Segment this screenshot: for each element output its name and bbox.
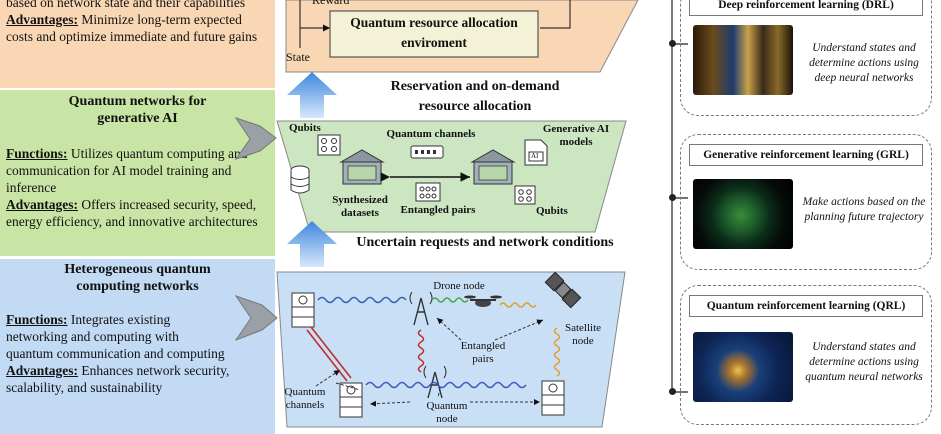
quantum-channels-network-label: Quantum channels (284, 386, 326, 411)
synthesized-datasets-label: Synthesized datasets (332, 194, 388, 219)
gen-ai-chevron-icon (234, 117, 277, 160)
grl-globe-image (693, 179, 793, 249)
quantum-node-label: Quantum node (426, 400, 468, 425)
quantum-server-icon-bottom-left (339, 382, 363, 418)
qrl-circuit-image (693, 332, 793, 402)
datacenter-building-icon-left (339, 149, 385, 185)
drone-icon (464, 295, 502, 307)
grl-box: Generative reinforcement learning (GRL) … (680, 134, 932, 270)
gen-ai-advantages-label: Advantages: (6, 197, 79, 212)
env-box (329, 10, 539, 58)
qrl-description: Understand states and determine actions … (805, 341, 923, 383)
hqcn-panel: Heterogeneous quantum computing networks… (0, 259, 275, 434)
grl-title: Generative reinforcement learning (GRL) (689, 144, 923, 166)
wave-link-drone-satellite (499, 302, 537, 308)
state-label: State (286, 50, 310, 64)
qubit-chip-icon-left (317, 134, 341, 156)
drl-box: Deep reinforcement learning (DRL) Unders… (680, 0, 932, 116)
satellite-node-label: Satellite node (564, 322, 602, 347)
quantum-channels-label: Quantum channels (386, 128, 476, 140)
rl-advantages-label: Advantages: (6, 12, 79, 27)
gen-ai-functions-text: Utilizes quantum computing and communica… (6, 146, 248, 195)
database-icon (290, 165, 310, 194)
hqcn-trapezoid (276, 271, 626, 428)
hqcn-chevron-icon (234, 295, 278, 342)
gen-ai-panel: Quantum networks for generative AI Funct… (0, 90, 275, 256)
qrl-title: Quantum reinforcement learning (QRL) (689, 295, 923, 317)
entangled-pairs-label: Entangled pairs (400, 204, 476, 216)
lower-arrow-label: Uncertain requests and network condition… (356, 235, 614, 250)
drl-arcade-image (693, 25, 793, 95)
upper-up-arrow (287, 72, 337, 118)
rl-functions-tail: based on network state and their capabil… (6, 0, 246, 10)
hqcn-advantages-text: Enhances network security, scalability, … (6, 363, 230, 395)
quantum-server-icon-top-left (291, 292, 315, 328)
wave-link-vertical-orange (553, 327, 561, 377)
connector-dot-qrl (669, 388, 676, 395)
ai-chip-label: AI (531, 152, 539, 160)
qubits-right-label: Qubits (536, 205, 568, 217)
qubit-chip-icon-right (514, 185, 536, 205)
entangled-pairs-network-label: Entangled pairs (460, 340, 506, 365)
generative-ai-models-label: Generative AI models (542, 123, 610, 148)
entangled-pairs-chip-icon (415, 182, 441, 202)
antenna-tower-icon-top (409, 291, 433, 326)
wave-link-tower-drone (431, 297, 469, 303)
wave-link-server-tower (317, 296, 407, 304)
lower-up-arrow (287, 221, 337, 267)
red-fiber-link-left (306, 326, 352, 382)
upper-arrow-label: Reservation and on-demand resource alloc… (390, 79, 560, 114)
hqcn-title: Heterogeneous quantum computing networks (64, 262, 211, 294)
rl-advantages-panel: based on network state and their capabil… (0, 0, 275, 88)
rl-advantages-text: Minimize long-term expected costs and op… (6, 12, 258, 44)
router-icon (410, 145, 444, 159)
grl-description: Make actions based on the planning futur… (802, 196, 926, 223)
ai-document-icon (524, 139, 548, 166)
reward-loop-line (540, 0, 571, 29)
wave-link-vertical-red (417, 329, 425, 373)
wave-link-bottom (365, 381, 527, 389)
reward-label: Reward (312, 0, 350, 7)
quantum-server-icon-bottom-right (541, 380, 565, 416)
satellite-icon (544, 271, 582, 309)
drone-node-label: Drone node (433, 280, 485, 292)
drl-title: Deep reinforcement learning (DRL) (689, 0, 923, 16)
qrl-box: Quantum reinforcement learning (QRL) Und… (680, 285, 932, 425)
hqcn-functions-label: Functions: (6, 312, 68, 327)
datacenter-building-icon-right (470, 149, 516, 185)
connector-dot-grl (669, 194, 676, 201)
gen-ai-functions-label: Functions: (6, 146, 68, 161)
gen-ai-advantages-text: Offers increased security, speed, energy… (6, 197, 258, 229)
env-box-label: Quantum resource allocation enviroment (350, 15, 518, 50)
qubits-left-label: Qubits (289, 122, 321, 134)
connector-dot-drl (669, 40, 676, 47)
drl-description: Understand states and determine actions … (809, 42, 919, 84)
hqcn-functions-text: Integrates existing networking and compu… (6, 312, 225, 361)
gen-ai-title: Quantum networks for generative AI (68, 94, 207, 126)
hqcn-advantages-label: Advantages: (6, 363, 79, 378)
